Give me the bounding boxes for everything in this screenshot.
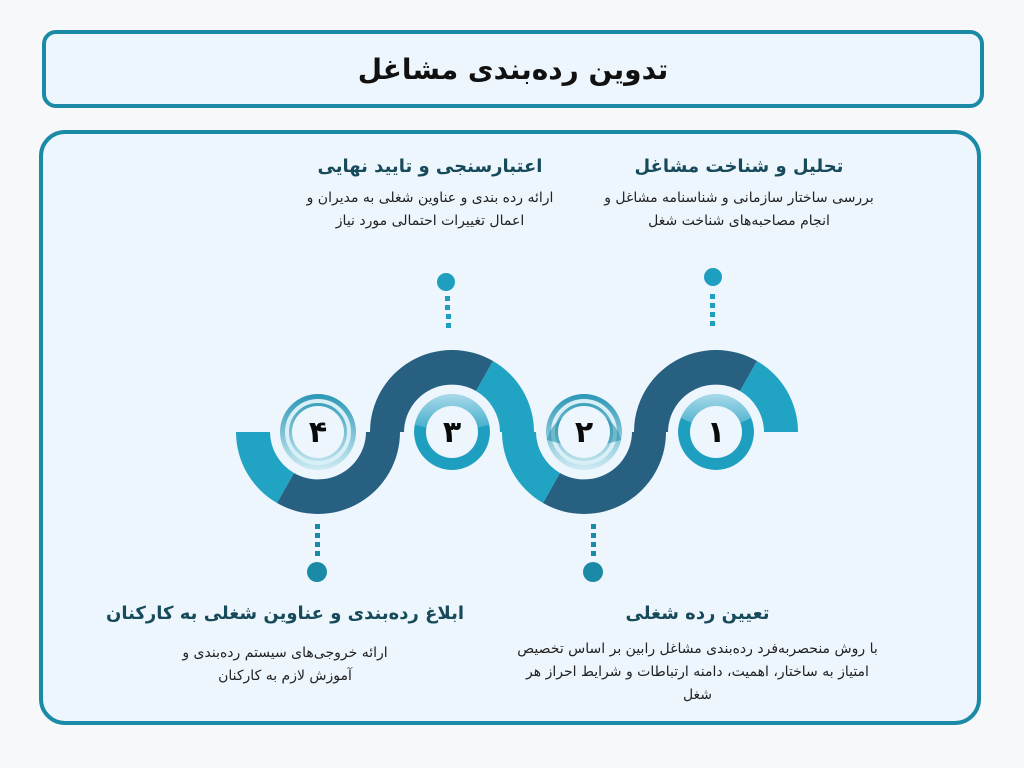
step-ring-3	[414, 394, 490, 470]
step-ring-1	[678, 394, 754, 470]
step-ring-4	[280, 394, 356, 470]
step-1-description: بررسی ساختار سازمانی و شناسنامه مشاغل و …	[604, 190, 874, 229]
step-4-description: ارائه خروجی‌های سیستم رده‌بندی و آموزش ل…	[182, 645, 388, 684]
wave-segment-1	[634, 350, 798, 432]
connector-2	[583, 524, 603, 582]
step-4-title: ابلاغ رده‌بندی و عناوین شغلی به کارکنان	[105, 603, 465, 624]
step-1-title: تحلیل و شناخت مشاغل	[634, 156, 844, 177]
step-3-description: ارائه رده بندی و عناوین شغلی به مدیران و…	[306, 190, 554, 229]
step-number-4: ۴	[308, 414, 328, 450]
step-2-description: با روش منحصربه‌فرد رده‌بندی مشاغل رابین …	[517, 641, 878, 703]
title-banner: تدوین رده‌بندی مشاغل	[42, 30, 984, 108]
connector-3	[437, 273, 455, 328]
step-2-title: تعیین رده شغلی	[625, 603, 770, 624]
step-number-2: ۲	[574, 414, 594, 450]
step-ring-2	[546, 394, 622, 470]
wave-segment-2	[502, 432, 666, 514]
step-1-block: تحلیل و شناخت مشاغل بررسی ساختار سازمانی…	[604, 156, 874, 233]
step-number-1: ۱	[706, 414, 726, 450]
connector-4	[307, 524, 327, 582]
connector-1	[704, 268, 722, 326]
page-title: تدوین رده‌بندی مشاغل	[357, 52, 669, 86]
wave-segment-4	[236, 432, 400, 514]
step-4-block: ابلاغ رده‌بندی و عناوین شغلی به کارکنان …	[100, 603, 470, 688]
step-3-title: اعتبارسنجی و تایید نهایی	[317, 156, 543, 177]
step-3-block: اعتبارسنجی و تایید نهایی ارائه رده بندی …	[305, 156, 555, 233]
wave-segment-3	[370, 350, 534, 432]
step-2-block: تعیین رده شغلی با روش منحصربه‌فرد رده‌بن…	[510, 603, 885, 707]
step-number-3: ۳	[442, 414, 462, 450]
